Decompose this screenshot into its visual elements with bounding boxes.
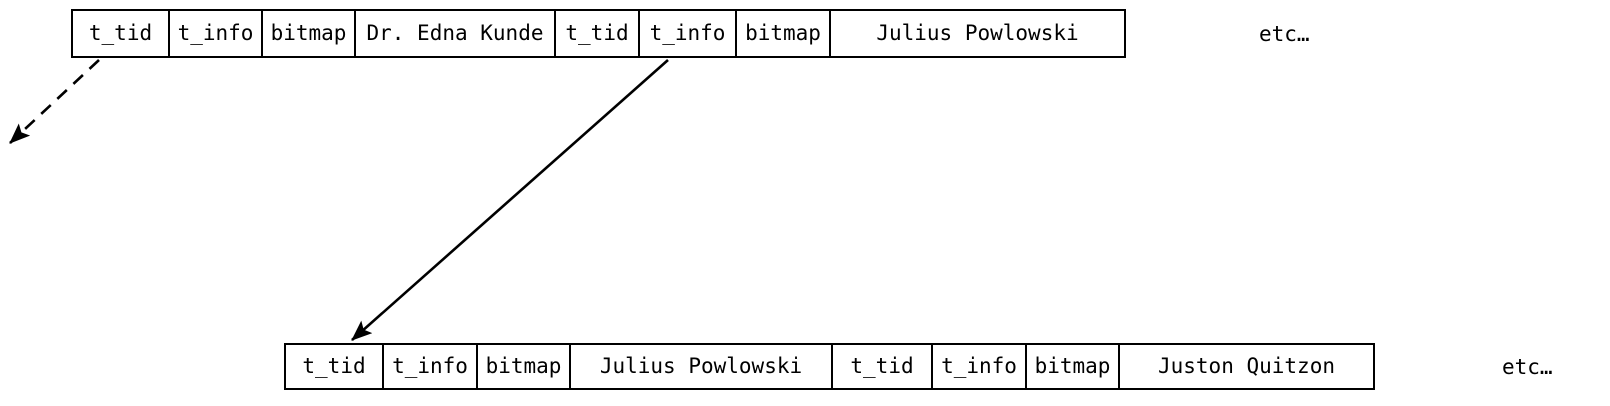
top-page-etc-label: etc… [1259,22,1310,46]
tuple-field-cell: bitmap [1025,345,1118,388]
tuple-value-cell: Julius Powlowski [569,345,831,388]
tuple-field-cell: t_info [638,11,735,56]
tuple-field-cell: bitmap [735,11,829,56]
tuple-field-cell: t_tid [831,345,931,388]
tuple-field-cell: t_info [168,11,261,56]
tuple-value-cell: Dr. Edna Kunde [354,11,554,56]
tuple-field-cell: t_info [931,345,1025,388]
tuple-field-cell: t_tid [554,11,638,56]
tuple-value-cell: Julius Powlowski [829,11,1124,56]
bottom-page-etc-label: etc… [1502,355,1553,379]
tuple-field-cell: t_tid [88,21,153,45]
solid-redirect-pointer-arrow [351,59,669,341]
tuple-field-cell: bitmap [476,345,569,388]
tuple-field-cell: t_tid [302,354,366,378]
tuple-value-cell: Juston Quitzon [1118,345,1373,388]
tuple-field-cell: t_info [382,345,476,388]
dashed-offpage-pointer-arrow [9,59,100,144]
tuple-field-cell: bitmap [261,11,354,56]
